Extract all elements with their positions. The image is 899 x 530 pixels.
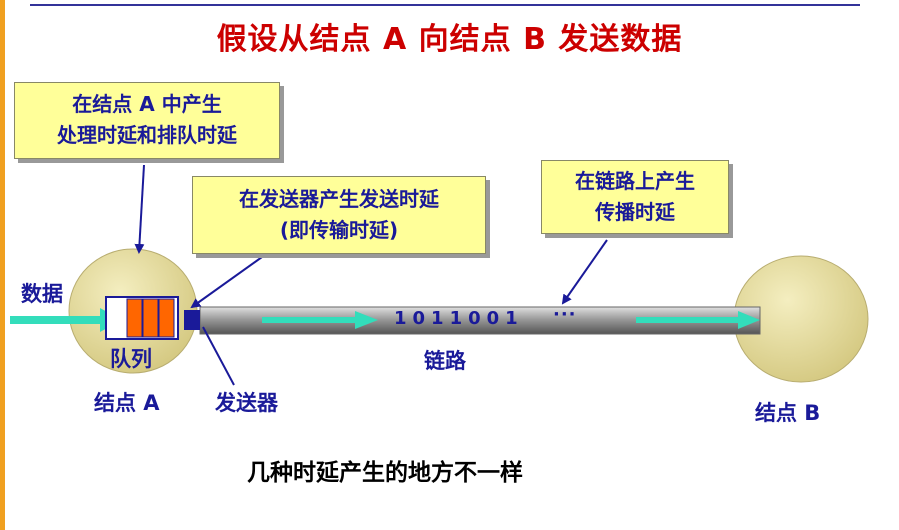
callout-transmission-delay: 在发送器产生发送时延 (即传输时延) [192, 176, 486, 254]
link-arrow-2 [636, 311, 760, 329]
label-node-b: 结点 B [755, 401, 821, 425]
queue-packet-1 [126, 298, 143, 338]
bit-stream-ellipsis: ··· [553, 304, 577, 325]
callout-propagation-line2: 传播时延 [595, 200, 675, 224]
bit-stream: 1011001 [394, 308, 524, 329]
left-accent-bar [0, 0, 5, 530]
pointer-line-transmission [190, 256, 263, 309]
queue-packet-3 [158, 298, 175, 338]
label-node-a: 结点 A [94, 391, 160, 415]
label-link: 链路 [424, 349, 466, 373]
callout-processing-delay: 在结点 A 中产生 处理时延和排队时延 [14, 82, 280, 159]
queue-packet-2 [142, 298, 159, 338]
link-arrow-1 [262, 311, 378, 329]
callout-transmission-line1: 在发送器产生发送时延 [239, 187, 439, 211]
callout-propagation-delay: 在链路上产生 传播时延 [541, 160, 729, 234]
callout-processing-line1: 在结点 A 中产生 [72, 92, 222, 116]
transmitter-block [184, 310, 200, 330]
top-rule [30, 4, 860, 6]
label-queue: 队列 [110, 347, 152, 371]
label-data: 数据 [21, 282, 63, 306]
callout-processing-line2: 处理时延和排队时延 [57, 123, 237, 147]
pointer-line-processing [134, 164, 145, 254]
slide-title: 假设从结点 A 向结点 B 发送数据 [216, 22, 683, 57]
bottom-caption: 几种时延产生的地方不一样 [247, 460, 523, 486]
callout-propagation-line1: 在链路上产生 [575, 169, 695, 193]
pointer-line-propagation [561, 239, 608, 305]
callout-transmission-line2: (即传输时延) [279, 218, 399, 242]
incoming-data-arrow [10, 308, 122, 332]
label-transmitter: 发送器 [215, 391, 278, 415]
pointer-line-receiver [202, 326, 235, 386]
